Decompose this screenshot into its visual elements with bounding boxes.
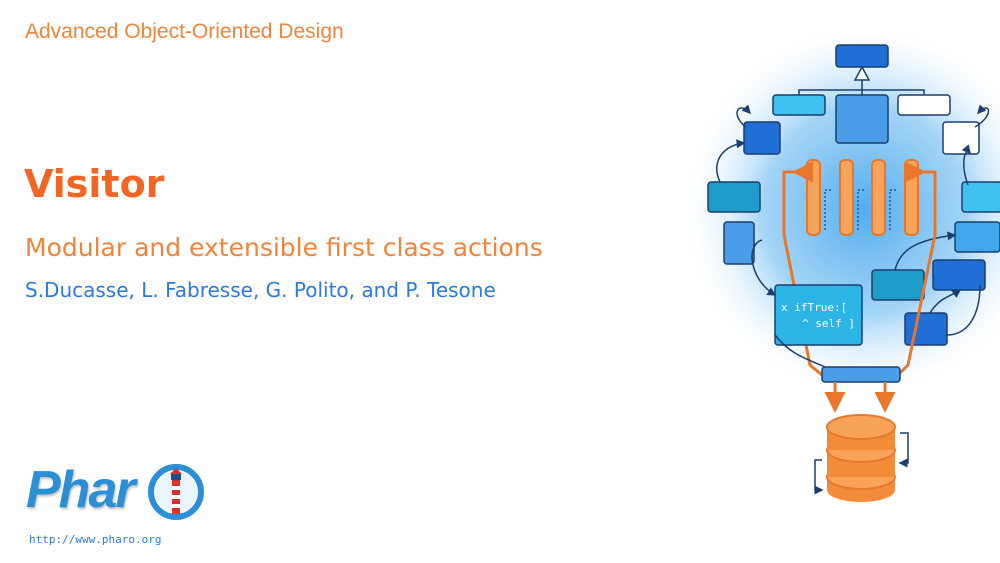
class-box: [954, 221, 1000, 253]
class-box: [707, 181, 761, 213]
class-box: [932, 259, 986, 291]
lighthouse-icon: [148, 464, 204, 520]
filament-bar: [904, 159, 919, 236]
pharo-url: http://www.pharo.org: [29, 533, 162, 546]
database-icon: [826, 414, 896, 502]
class-box: [743, 121, 781, 155]
class-box: [942, 121, 980, 155]
class-box: [961, 181, 1000, 213]
course-title: Advanced Object-Oriented Design: [25, 20, 344, 43]
filament-bar: [806, 159, 821, 236]
slide-title: Visitor: [24, 162, 165, 206]
class-box: [835, 94, 889, 144]
slide-subtitle: Modular and extensible first class actio…: [25, 233, 543, 262]
code-line-2: ^ self ]: [802, 317, 855, 330]
pharo-logo: Phar: [26, 460, 208, 522]
code-box: [774, 284, 863, 346]
code-line-1: x ifTrue:[: [781, 301, 847, 314]
class-box: [772, 94, 826, 116]
filament-bar: [839, 159, 854, 236]
socket-bar: [821, 366, 901, 383]
top-class-box: [835, 44, 889, 68]
class-box: [897, 94, 951, 116]
class-box: [871, 269, 925, 301]
lightbulb-illustration: x ifTrue:[ ^ self ]: [680, 35, 1000, 502]
class-box: [723, 221, 755, 265]
pharo-logo-text: Phar: [26, 461, 136, 519]
authors-line: S.Ducasse, L. Fabresse, G. Polito, and P…: [25, 278, 496, 302]
class-box: [904, 312, 948, 346]
filament-bar: [871, 159, 886, 236]
